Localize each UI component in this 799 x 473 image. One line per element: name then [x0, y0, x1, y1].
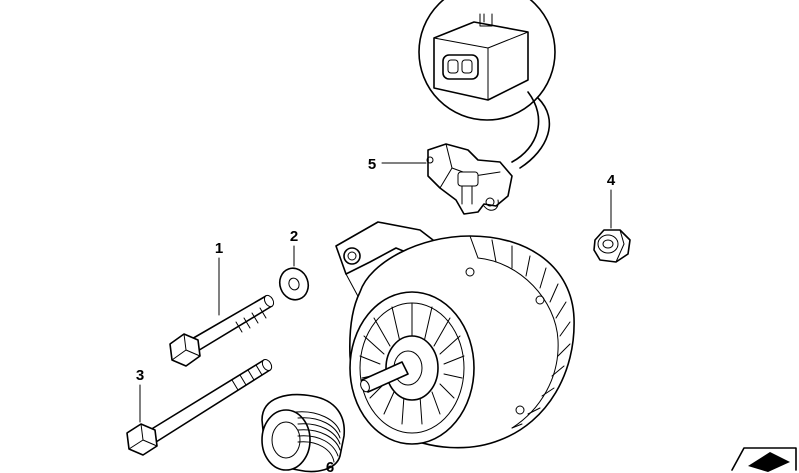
callout-5: 5 — [368, 156, 376, 173]
catalog-badge-icon — [731, 447, 797, 472]
callout-6: 6 — [326, 459, 334, 473]
callout-3: 3 — [136, 367, 144, 384]
alternator-icon — [335, 221, 575, 449]
connector-plug-detail-icon — [418, 0, 556, 169]
bolt-icon — [169, 294, 275, 367]
callout-1: 1 — [215, 240, 223, 257]
callout-4: 4 — [607, 172, 616, 189]
nut-icon — [593, 229, 631, 263]
callout-2: 2 — [290, 228, 298, 245]
voltage-regulator-icon — [426, 143, 513, 215]
washer-icon — [278, 267, 310, 301]
pulley-icon — [261, 393, 345, 473]
long-bolt-icon — [126, 358, 273, 456]
